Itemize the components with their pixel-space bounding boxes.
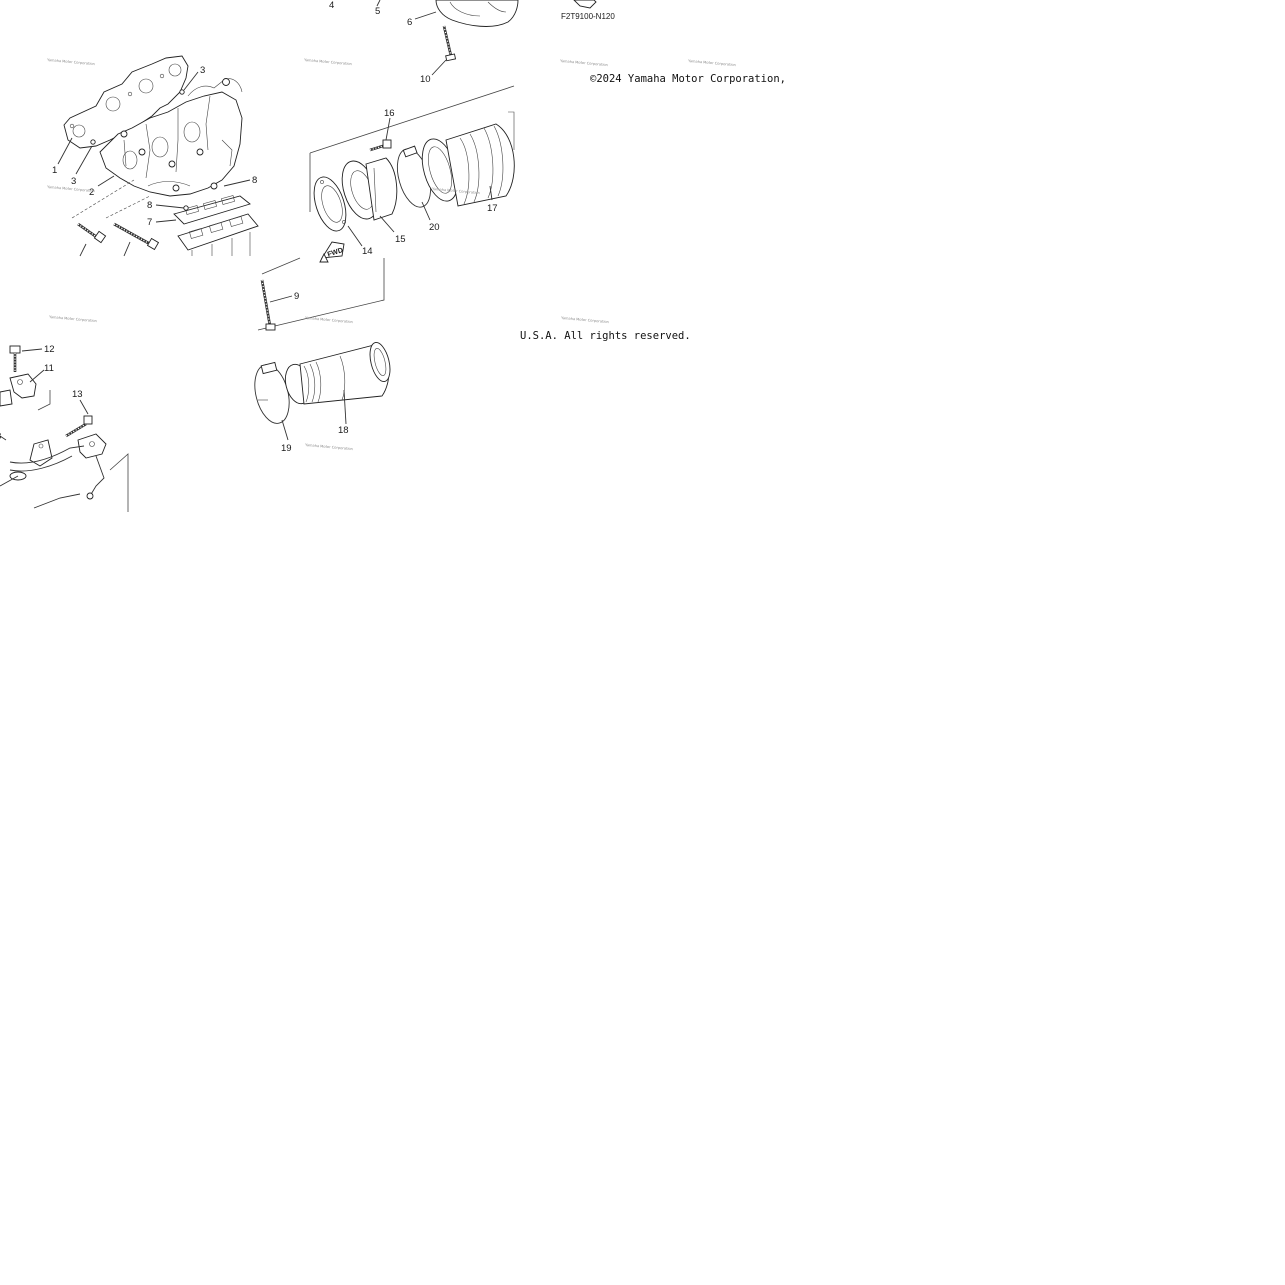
leader-11	[29, 369, 45, 383]
watermark: Yamaha Motor Corporation	[688, 59, 736, 67]
leader-19	[281, 419, 289, 441]
leader-9	[269, 295, 293, 303]
callout-6: 6	[407, 17, 412, 28]
exhaust-manifold-part	[63, 55, 243, 197]
leader-8b	[155, 204, 185, 209]
assembly-box-bottom	[257, 258, 385, 331]
fwd-arrow	[319, 241, 345, 263]
callout-2: 2	[89, 187, 94, 198]
callout-3b: 3	[71, 176, 76, 187]
callout-13: 13	[72, 389, 83, 400]
leader-18	[343, 389, 347, 425]
bolt-9	[260, 279, 276, 331]
leader-20	[421, 201, 431, 221]
leader-15	[379, 215, 395, 233]
cooling-pipe-assembly	[0, 433, 107, 509]
bolt-12	[9, 345, 21, 372]
callout-11: 11	[44, 363, 54, 374]
leader-8a	[223, 179, 251, 187]
callout-18: 18	[338, 425, 349, 436]
leader-1	[57, 137, 73, 165]
gasket-7	[173, 195, 251, 225]
leader-12	[21, 348, 43, 352]
callout-3c: 3	[0, 431, 1, 442]
exhaust-hose-17	[421, 111, 515, 207]
leader-10	[431, 59, 447, 76]
callout-17: 17	[487, 203, 498, 214]
leader-3a	[183, 71, 199, 91]
assembly-line	[105, 195, 151, 219]
leader-5	[376, 0, 381, 7]
leader-bolt	[79, 243, 87, 257]
figure-code: F2T9100-N120	[561, 12, 615, 21]
watermark: Yamaha Motor Corporation	[305, 443, 353, 451]
pipe-box	[109, 453, 129, 512]
callout-7: 7	[147, 217, 152, 228]
assembly-box-top	[309, 85, 515, 154]
bolt-13	[65, 415, 93, 438]
leader-14	[347, 225, 363, 247]
callout-9: 9	[294, 291, 299, 302]
dowel-pin-8	[183, 205, 189, 211]
bolt-16	[369, 139, 392, 152]
watermark: Yamaha Motor Corporation	[47, 58, 95, 66]
assembly-line	[71, 179, 135, 219]
watermark: Yamaha Motor Corporation	[561, 316, 609, 324]
callout-5: 5	[375, 6, 380, 17]
exhaust-elbow-part	[435, 0, 519, 27]
bolt-long	[77, 222, 160, 251]
leader-13	[79, 399, 89, 415]
small-bracket-part	[573, 0, 597, 9]
leader-17	[489, 185, 493, 201]
callout-16: 16	[384, 108, 395, 119]
callout-15: 15	[395, 234, 406, 245]
callout-10: 10	[420, 74, 431, 85]
watermark: Yamaha Motor Corporation	[560, 59, 608, 67]
watermark: Yamaha Motor Corporation	[49, 315, 97, 323]
leader-16	[385, 117, 391, 141]
copyright-line-1: ©2024 Yamaha Motor Corporation,	[590, 73, 786, 85]
leader-7	[155, 219, 177, 223]
leader-3c	[0, 435, 7, 441]
watermark: Yamaha Motor Corporation	[304, 58, 352, 66]
callout-12: 12	[44, 344, 55, 355]
spacer-plate	[177, 213, 259, 256]
bracket-box	[37, 390, 51, 411]
assembly-box-link	[261, 257, 301, 275]
flange-gasket-14	[313, 176, 347, 232]
leader-6	[414, 11, 437, 20]
watermark: Yamaha Motor Corporation	[432, 187, 480, 195]
callout-1: 1	[52, 165, 57, 176]
bolt-10	[442, 25, 457, 62]
callout-4: 4	[329, 0, 334, 11]
fwd-label: FWD	[327, 247, 344, 259]
exhaust-pipe-18	[284, 342, 391, 405]
callout-3a: 3	[200, 65, 205, 76]
callout-8a: 8	[252, 175, 257, 186]
callout-14: 14	[362, 246, 373, 257]
watermark: Yamaha Motor Corporation	[305, 316, 353, 324]
callout-19: 19	[281, 443, 292, 454]
callout-8b: 8	[147, 200, 152, 211]
callout-20: 20	[429, 222, 440, 233]
leader-2	[97, 175, 115, 187]
leader-bolt	[123, 241, 131, 257]
leader-3b	[75, 145, 93, 175]
bracket-11	[0, 373, 37, 407]
exhaust-flange-15	[341, 157, 398, 221]
copyright-line-2: U.S.A. All rights reserved.	[520, 330, 691, 342]
watermark: Yamaha Motor Corporation	[47, 185, 95, 193]
